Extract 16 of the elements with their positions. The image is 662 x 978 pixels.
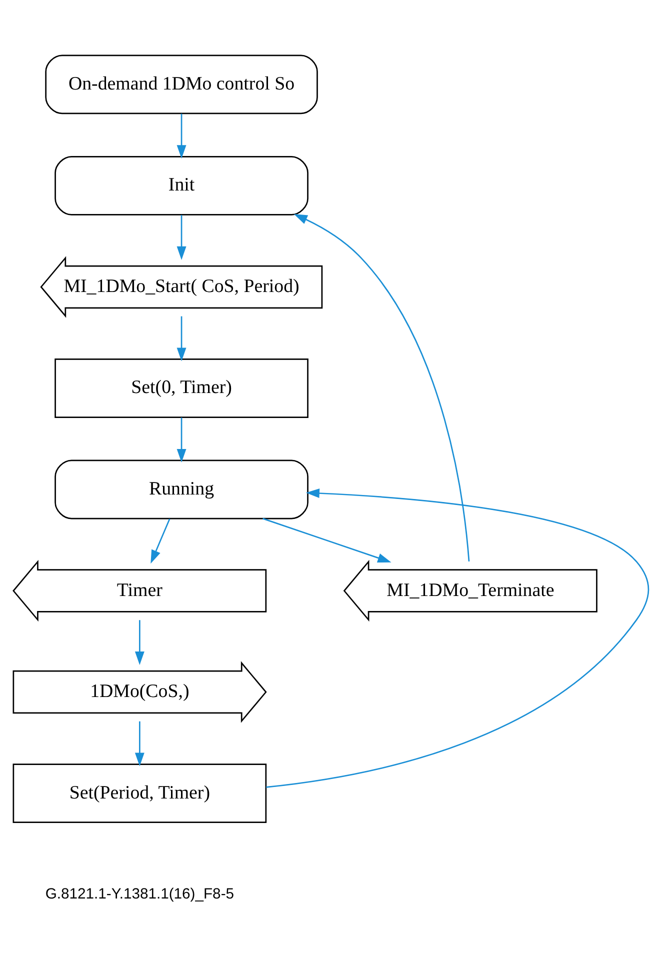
- arrow: [266, 488, 650, 788]
- arrow: [176, 113, 186, 158]
- label: G.8121.1-Y.1381.1(16)_F8-5: [45, 886, 234, 902]
- node-box: Set(0, Timer): [54, 358, 308, 418]
- arrow: [176, 316, 186, 361]
- node-box: Set(Period, Timer): [12, 763, 267, 822]
- arrow: [176, 417, 186, 462]
- arrow: [294, 214, 470, 561]
- arrow: [134, 720, 144, 766]
- node-box: Running: [54, 459, 308, 519]
- arrow: [176, 214, 186, 260]
- arrow: [134, 620, 144, 665]
- arrow: [262, 517, 392, 562]
- arrow: [150, 518, 170, 564]
- node-box: On-demand 1DMo control So: [45, 54, 318, 114]
- node-box: Init: [54, 156, 308, 215]
